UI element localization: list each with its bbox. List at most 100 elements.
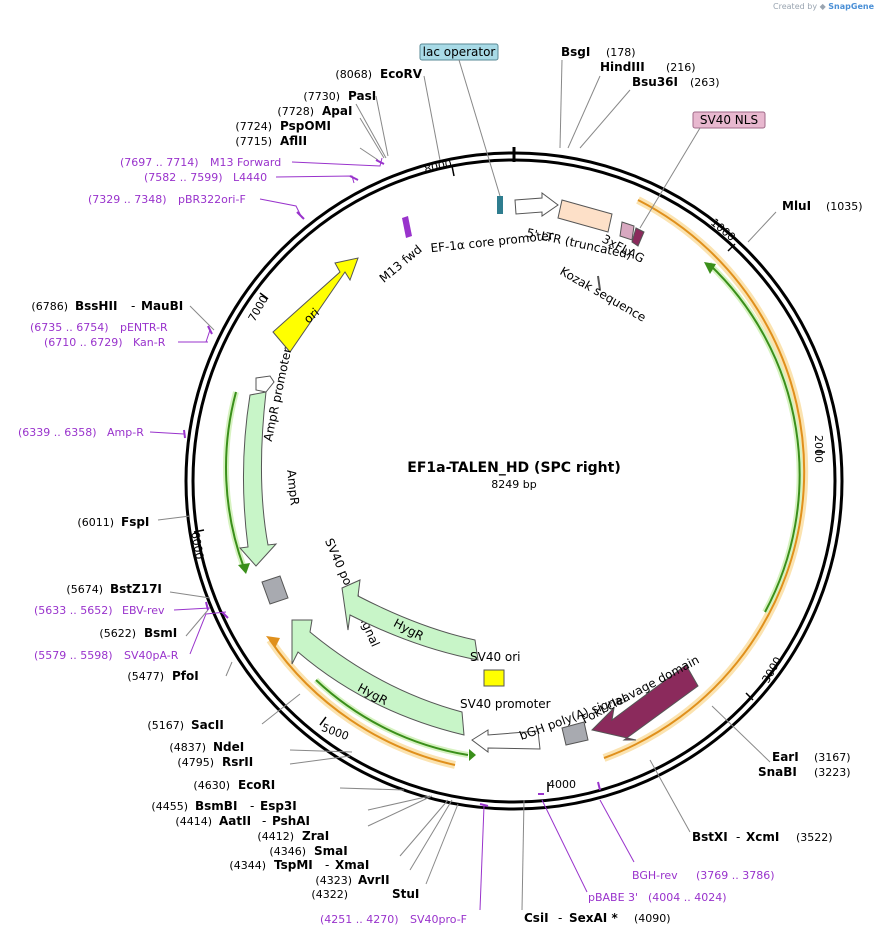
site-pos: (5167) <box>147 719 184 732</box>
site-name2: PshAI <box>272 814 310 828</box>
brand-name: SnapGene <box>828 2 874 11</box>
site-name: BsmBI <box>195 799 237 813</box>
lac-operator-box: lac operator <box>419 43 501 197</box>
site-name: PasI <box>348 89 376 103</box>
site-pos: (4412) <box>257 830 294 843</box>
sv40-nls-box: SV40 NLS <box>639 111 766 229</box>
site-name: TspMI <box>274 858 313 872</box>
m13-fwd-label: M13 fwd <box>377 242 425 285</box>
site-pos: (7728) <box>277 105 314 118</box>
site-name: PfoI <box>172 669 199 683</box>
kozak-feature <box>597 275 601 291</box>
primer-name: pBR322ori-F <box>178 193 246 206</box>
primer-pos: (5633 .. 5652) <box>34 604 113 617</box>
site-sep: - <box>736 830 740 844</box>
primer-name: pBABE 3' <box>588 891 638 904</box>
flag-feature <box>619 221 635 241</box>
site-pos: (263) <box>690 76 720 89</box>
site-name: MluI <box>782 199 811 213</box>
primer-pos: (6735 .. 6754) <box>30 321 109 334</box>
site-pos: (5674) <box>66 583 103 596</box>
site-labels-right: BsgI (178) HindIII (216) Bsu36I (263) Ml… <box>524 45 863 925</box>
primer-name: EBV-rev <box>122 604 165 617</box>
site-name: CsiI <box>524 911 549 925</box>
hygr-feature-1 <box>341 579 479 661</box>
site-pos: (7724) <box>235 120 272 133</box>
site-name: BsmI <box>144 626 177 640</box>
nls-feature <box>631 227 645 247</box>
orf-green-left <box>315 679 469 756</box>
site-name: AvrII <box>358 873 390 887</box>
site-pos: (4414) <box>175 815 212 828</box>
site-pos: (1035) <box>826 200 863 213</box>
sv40-promoter-feature <box>471 729 541 753</box>
primer-pos: (6339 .. 6358) <box>18 426 97 439</box>
primer-leader-lines <box>149 157 635 911</box>
primer-name: SV40pA-R <box>124 649 179 662</box>
site-pos: (4795) <box>177 756 214 769</box>
site-name: BssHII <box>75 299 117 313</box>
plasmid-size: 8249 bp <box>491 478 536 491</box>
ampr-orf-arrow-icon <box>238 563 250 574</box>
site-pos: (4323) <box>315 874 352 887</box>
site-pos: (4344) <box>229 859 266 872</box>
site-name: PspOMI <box>280 119 331 133</box>
tick-label: 6000 <box>188 531 206 561</box>
sv40-ori-feature <box>483 669 505 687</box>
site-name: HindIII <box>600 60 645 74</box>
site-name2: MauBI <box>141 299 183 313</box>
credit-text: Created by <box>773 2 818 11</box>
site-name2: XmaI <box>335 858 369 872</box>
primer-name: Kan-R <box>133 336 166 349</box>
primer-name: pENTR-R <box>120 321 168 334</box>
primer-pos: (4004 .. 4024) <box>648 891 727 904</box>
site-sep: - <box>250 799 254 813</box>
site-name: EcoRV <box>380 67 423 81</box>
ampr-orf <box>225 391 245 569</box>
snapgene-credit: Created by ◆ SnapGene <box>773 2 874 11</box>
primer-pos: (7329 .. 7348) <box>88 193 167 206</box>
site-name2: XcmI <box>746 830 779 844</box>
primer-name: SV40pro-F <box>410 913 467 926</box>
site-name: BsgI <box>561 45 590 59</box>
site-name: ApaI <box>322 104 352 118</box>
site-pos: (4630) <box>193 779 230 792</box>
primer-name: M13 Forward <box>210 156 281 169</box>
plasmid-name: EF1a-TALEN_HD (SPC right) <box>407 460 620 476</box>
sv40-ori-label: SV40 ori <box>470 650 521 664</box>
site-pos: (5622) <box>99 627 136 640</box>
tick-marks <box>193 165 825 792</box>
primer-pos: (3769 .. 3786) <box>696 869 775 882</box>
site-pos: (5477) <box>127 670 164 683</box>
site-pos: (7715) <box>235 135 272 148</box>
site-pos: (6786) <box>31 300 68 313</box>
ampr-label: AmpR <box>284 469 302 506</box>
site-pos: (7730) <box>303 90 340 103</box>
primer-pos: (4251 .. 4270) <box>320 913 399 926</box>
site-name2: Esp3I <box>260 799 297 813</box>
site-pos: (4455) <box>151 800 188 813</box>
orf-orange-left-arrow-icon <box>266 636 280 648</box>
site-name: SnaBI <box>758 765 797 779</box>
orf-orange-right <box>603 199 806 759</box>
tick-label: 2000 <box>812 435 825 463</box>
site-sep: - <box>262 814 266 828</box>
site-name: AflII <box>280 134 307 148</box>
primer-name: L4440 <box>233 171 267 184</box>
sv40-polyA-left-feature <box>261 575 289 605</box>
site-pos: (3167) <box>814 751 851 764</box>
site-name: StuI <box>392 887 419 901</box>
bgh-polyA-feature <box>561 721 589 746</box>
site-pos: (3522) <box>796 831 833 844</box>
primer-pos: (6710 .. 6729) <box>44 336 123 349</box>
primer-pos: (5579 .. 5598) <box>34 649 113 662</box>
site-pos: (178) <box>606 46 636 59</box>
site-pos: (4837) <box>169 741 206 754</box>
site-name: AatII <box>219 814 251 828</box>
site-pos: (8068) <box>335 68 372 81</box>
ampr-feature <box>238 391 278 567</box>
site-name: EcoRI <box>238 778 275 792</box>
site-name: BstXI <box>692 830 728 844</box>
site-pos: (216) <box>666 61 696 74</box>
